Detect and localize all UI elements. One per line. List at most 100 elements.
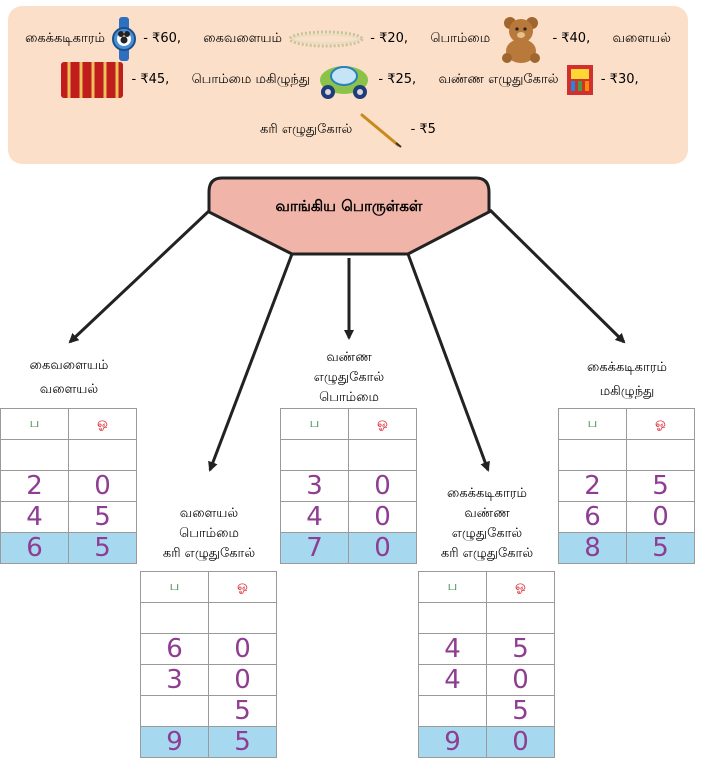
table-cell [486,602,555,634]
table-cell: 3 [280,470,349,502]
table-cell: 6 [140,633,209,665]
doll-price: - ₹40, [552,31,591,46]
table-cell: 2 [0,470,69,502]
car-price: - ₹25, [378,72,417,87]
arrow-to-group-2 [208,253,294,472]
group-5-items: கைக்கடிகாரம் மகிழுந்து [558,356,696,404]
group-4-item: வண்ண [464,506,510,521]
table-cell: 2 [558,470,627,502]
total-cell: 7 [280,532,349,564]
toy-car-icon [320,66,369,99]
table-cell: 5 [626,470,695,502]
colour-pencil-box-icon [566,65,593,95]
arrow-to-group-4 [406,253,490,472]
total-cell: 5 [208,726,277,758]
group-3-item: பொம்மை [319,390,379,405]
rupee-col-header: ப [558,408,627,440]
group-4-table: ப ஓ 4 5 4 0 5 9 0 [418,571,555,758]
table-cell: 0 [626,501,695,533]
total-cell: 9 [140,726,209,758]
group-2-item: வளையல் [179,506,239,521]
pencil-price: - ₹5 [410,122,436,137]
paise-col-header: ஓ [486,571,555,603]
total-cell: 8 [558,532,627,564]
group-1-table: ப ஓ 2 0 4 5 6 5 [0,408,137,564]
table-cell: 4 [418,664,487,696]
pencil-icon [360,113,403,148]
table-cell: 4 [418,633,487,665]
table-cell [348,439,417,471]
table-cell: 0 [348,501,417,533]
wristwatch-icon [112,17,137,61]
teddy-bear-icon [502,17,541,63]
group-3-item: வண்ண [326,350,372,365]
group-2-item: கரி எழுதுகோல் [162,546,256,561]
table-cell [558,439,627,471]
bangles-price: - ₹45, [131,72,170,87]
table-cell [0,439,69,471]
bracelet-icon [288,30,364,48]
group-3-item: எழுதுகோல் [313,370,385,385]
table-cell: 0 [208,633,277,665]
group-2-items: வளையல் பொம்மை கரி எழுதுகோல் [140,504,278,564]
hub-title: வாங்கிய பொருள்கள் [275,197,423,215]
table-cell [280,439,349,471]
table-cell: 0 [348,470,417,502]
table-cell: 3 [140,664,209,696]
group-5-item: கைக்கடிகாரம் [587,360,667,375]
paise-col-header: ஓ [208,571,277,603]
group-1-items: கைவளையம் வளையல் [0,354,138,402]
group-2-item: பொம்மை [179,526,239,541]
table-cell [140,695,209,727]
arrow-to-group-5 [488,208,626,344]
table-cell [418,602,487,634]
group-5-table: ப ஓ 2 5 6 0 8 5 [558,408,695,564]
pencil-name: கரி எழுதுகோல் [260,122,353,137]
total-cell: 5 [626,532,695,564]
table-cell [68,439,137,471]
group-3-table: ப ஓ 3 0 4 0 7 0 [280,408,417,564]
total-cell: 9 [418,726,487,758]
group-4-items: கைக்கடிகாரம் வண்ண எழுதுகோல் கரி எழுதுகோல… [418,484,556,564]
table-cell [626,439,695,471]
table-cell: 5 [208,695,277,727]
total-cell: 5 [68,532,137,564]
table-cell [140,602,209,634]
price-list-panel: கைக்கடிகாரம் - ₹60, கைவளையம் - ₹20, பொம்… [8,6,688,164]
crayon-name: வண்ண எழுதுகோல் [438,72,559,87]
group-4-item: கைக்கடிகாரம் [447,486,527,501]
rupee-col-header: ப [0,408,69,440]
table-cell: 5 [486,633,555,665]
paise-col-header: ஓ [626,408,695,440]
watch-name: கைக்கடிகாரம் [25,31,105,46]
total-cell: 0 [486,726,555,758]
group-5-item: மகிழுந்து [599,384,655,399]
total-cell: 6 [0,532,69,564]
table-cell: 0 [208,664,277,696]
paise-col-header: ஓ [348,408,417,440]
paise-col-header: ஓ [68,408,137,440]
group-2-table: ப ஓ 6 0 3 0 5 9 5 [140,571,277,758]
chain-name: கைவளையம் [203,31,282,46]
price-line-3: கரி எழுதுகோல் - ₹5 [8,110,688,151]
table-cell: 5 [68,501,137,533]
total-cell: 0 [348,532,417,564]
bangles-icon [61,62,124,98]
hub-shape [207,176,491,256]
price-line-1: கைக்கடிகாரம் - ₹60, கைவளையம் - ₹20, பொம்… [8,14,688,64]
watch-price: - ₹60, [143,31,182,46]
rupee-col-header: ப [140,571,209,603]
table-cell: 6 [558,501,627,533]
chain-price: - ₹20, [370,31,409,46]
table-cell [208,602,277,634]
table-cell: 5 [486,695,555,727]
table-cell: 0 [486,664,555,696]
car-name: பொம்மை மகிழுந்து [191,72,311,87]
crayon-price: - ₹30, [600,72,639,87]
table-cell: 0 [68,470,137,502]
bangles-name: வளையல் [612,31,671,46]
table-cell: 4 [0,501,69,533]
table-cell: 4 [280,501,349,533]
group-3-items: வண்ண எழுதுகோல் பொம்மை [280,348,418,408]
